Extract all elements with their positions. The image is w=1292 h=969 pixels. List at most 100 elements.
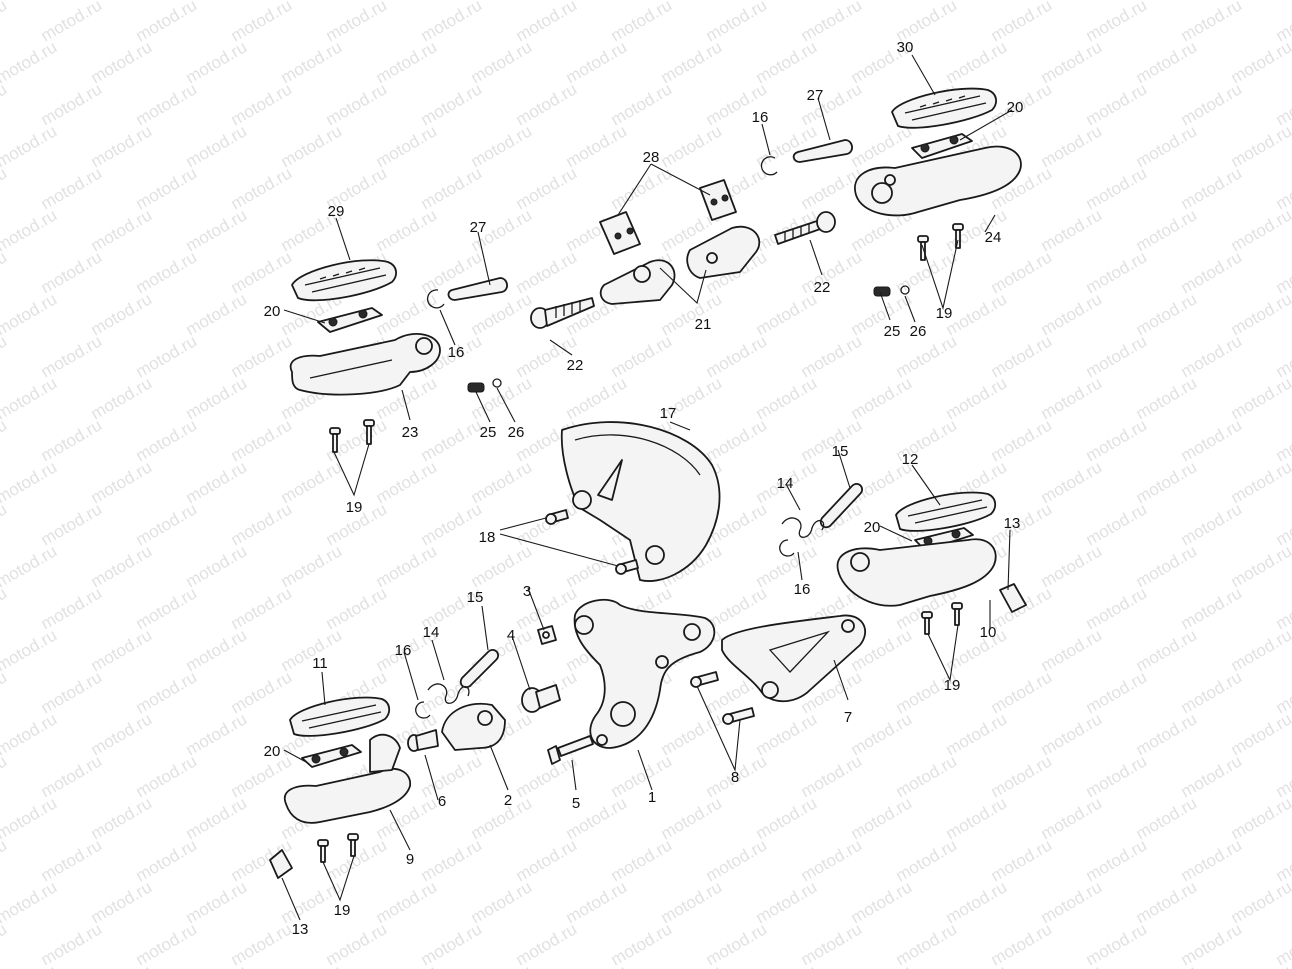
watermark-text: motod.ru [278, 961, 346, 969]
watermark-text: motod.ru [1178, 751, 1246, 801]
watermark-text: motod.ru [703, 331, 771, 381]
screw-19-left-lower-a [317, 839, 329, 863]
watermark-text: motod.ru [373, 121, 441, 171]
washer-26-right [900, 285, 910, 295]
circlip-16-upper-right [760, 156, 778, 176]
bolt-8-b [722, 707, 755, 725]
hanger-7 [721, 614, 866, 703]
watermark-text: motod.ru [608, 835, 676, 885]
watermark-text: motod.ru [323, 79, 391, 129]
watermark-text: motod.ru [278, 457, 346, 507]
watermark-text: motod.ru [228, 415, 296, 465]
watermark-text: motod.ru [0, 37, 60, 87]
watermark-text: motod.ru [1038, 121, 1106, 171]
watermark-text: motod.ru [228, 331, 296, 381]
watermark-text: motod.ru [0, 709, 60, 759]
callout-14-r: 14 [777, 475, 794, 492]
watermark-text: motod.ru [0, 0, 60, 3]
watermark-text: motod.ru [608, 919, 676, 969]
footpeg-23 [289, 333, 441, 396]
plate-20-left-lower [301, 744, 362, 768]
screw-18-a [545, 509, 569, 525]
watermark-text: motod.ru [38, 331, 106, 381]
watermark-text: motod.ru [418, 751, 486, 801]
watermark-text: motod.ru [1178, 583, 1246, 633]
callout-16-ur: 16 [752, 109, 769, 126]
callout-10: 10 [980, 624, 997, 641]
circlip-16-left-lower [415, 701, 431, 719]
watermark-text: motod.ru [1273, 79, 1292, 129]
footpeg-10 [836, 538, 997, 607]
watermark-text: motod.ru [1038, 37, 1106, 87]
footpeg-pad-29 [291, 259, 397, 302]
bolt-5 [547, 735, 594, 765]
footpeg-pad-12 [895, 491, 997, 532]
watermark-text: motod.ru [513, 919, 581, 969]
watermark-text: motod.ru [1133, 373, 1201, 423]
watermark-text: motod.ru [38, 919, 106, 969]
watermark-text: motod.ru [1038, 961, 1106, 969]
watermark-text: motod.ru [133, 583, 201, 633]
watermark-text: motod.ru [1273, 919, 1292, 969]
watermark-text: motod.ru [38, 667, 106, 717]
watermark-text: motod.ru [943, 37, 1011, 87]
clip-28-right [699, 179, 737, 221]
watermark-text: motod.ru [658, 877, 726, 927]
circlip-16-right-lower [779, 539, 795, 557]
watermark-text: motod.ru [1133, 793, 1201, 843]
watermark-text: motod.ru [88, 121, 156, 171]
callout-18: 18 [479, 529, 496, 546]
watermark-text: motod.ru [38, 163, 106, 213]
plate-20-left-upper [317, 307, 383, 333]
callout-7: 7 [844, 709, 852, 726]
watermark-text: motod.ru [133, 499, 201, 549]
callout-15-l: 15 [467, 589, 484, 606]
watermark-text: motod.ru [418, 79, 486, 129]
callout-19-ll: 19 [334, 902, 351, 919]
watermark-text: motod.ru [608, 79, 676, 129]
watermark-text: motod.ru [1083, 163, 1151, 213]
watermark-text: motod.ru [1083, 919, 1151, 969]
watermark-text: motod.ru [988, 415, 1056, 465]
watermark-text: motod.ru [848, 709, 916, 759]
watermark-text: motod.ru [0, 541, 60, 591]
watermark-text: motod.ru [183, 121, 251, 171]
callout-27-r: 27 [807, 87, 824, 104]
callout-5: 5 [572, 795, 580, 812]
watermark-text: motod.ru [228, 583, 296, 633]
watermark-text: motod.ru [1133, 961, 1201, 969]
callout-6: 6 [438, 793, 446, 810]
callout-9: 9 [406, 851, 414, 868]
watermark-text: motod.ru [1083, 331, 1151, 381]
watermark-text: motod.ru [0, 667, 10, 717]
watermark-text: motod.ru [798, 835, 866, 885]
watermark-text: motod.ru [798, 247, 866, 297]
watermark-text: motod.ru [1133, 457, 1201, 507]
watermark-text: motod.ru [1273, 247, 1292, 297]
watermark-text: motod.ru [88, 37, 156, 87]
watermark-text: motod.ru [0, 457, 60, 507]
watermark-text: motod.ru [0, 625, 60, 675]
watermark-text: motod.ru [1228, 37, 1292, 87]
watermark-text: motod.ru [133, 247, 201, 297]
callout-22-r: 22 [814, 279, 831, 296]
watermark-text: motod.ru [1178, 835, 1246, 885]
watermark-text: motod.ru [88, 793, 156, 843]
watermark-text: motod.ru [988, 751, 1056, 801]
watermark-text: motod.ru [468, 793, 536, 843]
watermark-text: motod.ru [0, 415, 10, 465]
watermark-text: motod.ru [1178, 331, 1246, 381]
watermark-text: motod.ru [1228, 961, 1292, 969]
watermark-text: motod.ru [943, 709, 1011, 759]
screw-19-right-upper-b [952, 223, 964, 249]
watermark-text: motod.ru [133, 835, 201, 885]
watermark-text: motod.ru [323, 919, 391, 969]
watermark-text: motod.ru [513, 163, 581, 213]
watermark-text: motod.ru [38, 499, 106, 549]
watermark-text: motod.ru [418, 415, 486, 465]
watermark-text: motod.ru [798, 919, 866, 969]
watermark-text: motod.ru [0, 205, 60, 255]
watermark-text: motod.ru [753, 961, 821, 969]
watermark-text: motod.ru [1083, 499, 1151, 549]
watermark-text: motod.ru [848, 793, 916, 843]
